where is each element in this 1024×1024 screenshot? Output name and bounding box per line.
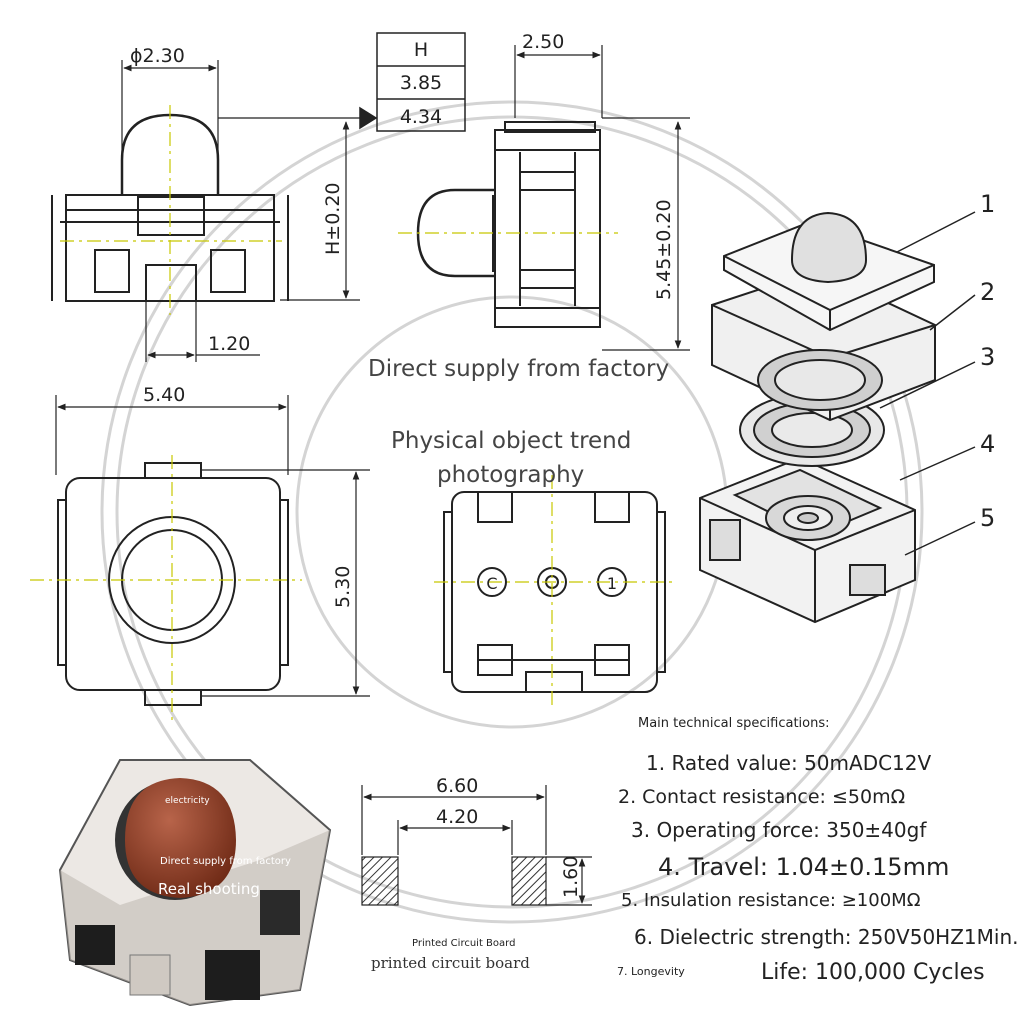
spec-item-5: 5. Insulation resistance: ≥100MΩ	[621, 890, 921, 911]
terminal-1-label: 1	[607, 574, 617, 593]
photo-supply-label: Direct supply from factory	[160, 856, 291, 867]
dimension-h: H±0.20	[322, 182, 344, 255]
trend-caption-line2: photography	[437, 462, 585, 488]
height-table-value-1: 3.85	[400, 72, 442, 94]
dimension-pcb-outer: 6.60	[436, 775, 478, 797]
height-table-header: H	[414, 39, 428, 61]
spec-life: Life: 100,000 Cycles	[761, 960, 985, 985]
exploded-label-1: 1	[980, 190, 995, 218]
supply-caption: Direct supply from factory	[368, 356, 670, 382]
pcb-footprint	[361, 785, 592, 906]
spec-item-6: 6. Dielectric strength: 250V50HZ1Min.	[634, 925, 1019, 949]
trend-caption-line1: Physical object trend	[391, 428, 632, 454]
spec-item-3: 3. Operating force: 350±40gf	[631, 818, 927, 842]
product-photo	[58, 759, 332, 1007]
photo-electricity-label: electricity	[165, 796, 210, 806]
exploded-label-5: 5	[980, 504, 995, 532]
dimension-side-height: 5.45±0.20	[653, 199, 675, 300]
spec-item-4: 4. Travel: 1.04±0.15mm	[658, 853, 950, 881]
pcb-subtitle: printed circuit board	[371, 954, 530, 972]
dimension-side-width: 2.50	[522, 31, 564, 53]
pcb-title: Printed Circuit Board	[412, 938, 516, 949]
spec-item-2: 2. Contact resistance: ≤50mΩ	[618, 786, 906, 808]
dimension-pcb-inner: 4.20	[436, 806, 478, 828]
exploded-view	[699, 211, 936, 624]
exploded-leaders	[879, 211, 976, 556]
dimension-diameter: ϕ2.30	[130, 45, 185, 67]
terminal-c-label: C	[486, 574, 497, 593]
height-table-value-2: 4.34	[400, 106, 442, 128]
exploded-label-4: 4	[980, 430, 995, 458]
height-table	[359, 32, 466, 132]
dimension-front-width: 5.40	[143, 384, 185, 406]
centerlines-left	[60, 105, 282, 315]
photo-real-shooting-label: Real shooting	[158, 880, 260, 898]
spec-item-1: 1. Rated value: 50mADC12V	[646, 751, 932, 775]
exploded-label-2: 2	[980, 278, 995, 306]
exploded-label-3: 3	[980, 343, 995, 371]
spec-item-7: 7. Longevity	[617, 965, 685, 978]
dimension-pin-gap: 1.20	[208, 333, 250, 355]
dimension-front-height: 5.30	[332, 566, 354, 608]
front-view	[57, 462, 289, 706]
dimension-pcb-pad: 1.60	[560, 856, 582, 898]
specs-heading: Main technical specifications:	[638, 716, 830, 731]
bottom-view	[443, 491, 666, 693]
